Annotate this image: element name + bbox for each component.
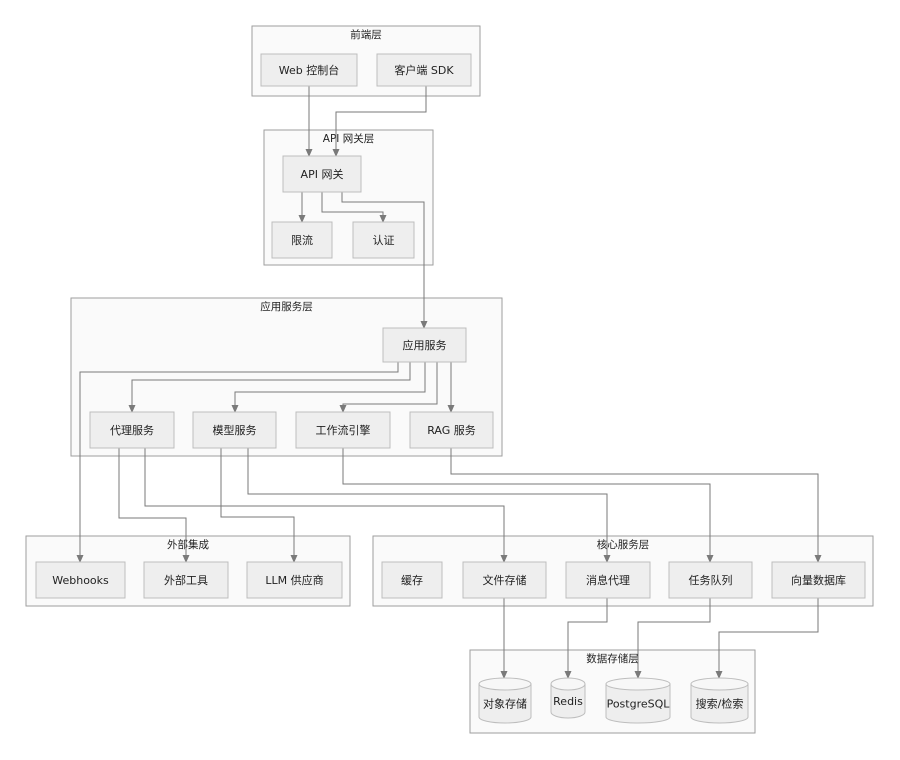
node-workflow_engine-box (295, 411, 391, 449)
node-message_broker: 消息代理 (565, 561, 651, 599)
node-redis: Redis (550, 677, 586, 719)
node-webhooks-box (35, 561, 126, 599)
node-llm_provider-box (246, 561, 343, 599)
node-workflow_engine: 工作流引擎 (295, 411, 391, 449)
node-rate_limit-label: 限流 (291, 233, 313, 247)
node-auth-label: 认证 (373, 234, 395, 247)
edge-model_service-to-message_broker (247, 448, 611, 563)
node-rag_service: RAG 服务 (409, 411, 494, 449)
group-frontend-label: 前端层 (350, 28, 382, 41)
group-gateway-label: API 网关层 (323, 132, 374, 145)
edge-api_gateway-to-app_service (341, 192, 428, 329)
node-model_service-label: 模型服务 (213, 423, 257, 437)
edge-message_broker-to-redis (564, 598, 608, 679)
node-client_sdk-label: 客户端 SDK (394, 63, 454, 77)
node-external_tools-label: 外部工具 (164, 573, 208, 587)
edge-model_service-to-llm_provider (220, 448, 298, 563)
node-rate_limit: 限流 (271, 221, 333, 259)
group-external-label: 外部集成 (167, 538, 209, 551)
node-external_tools: 外部工具 (143, 561, 229, 599)
node-search-cylinder-top (690, 677, 749, 691)
node-file_storage-box (462, 561, 547, 599)
node-redis-cylinder (550, 683, 586, 719)
node-app_service: 应用服务 (382, 327, 467, 363)
node-search-cylinder (690, 683, 749, 724)
node-auth-box (352, 221, 415, 259)
node-object_storage-cylinder (478, 683, 532, 724)
node-postgresql-cylinder-top (605, 677, 671, 691)
edge-api_gateway-to-auth (321, 192, 387, 223)
node-rag_service-label: RAG 服务 (427, 424, 476, 437)
node-object_storage: 对象存储 (478, 677, 532, 724)
edge-agent_service-to-file_storage (144, 448, 508, 563)
node-file_storage: 文件存储 (462, 561, 547, 599)
node-cache-label: 缓存 (401, 573, 423, 587)
node-task_queue-box (668, 561, 753, 599)
node-postgresql-cylinder (605, 683, 671, 724)
node-task_queue-label: 任务队列 (689, 573, 733, 587)
edge-app_service-to-workflow_engine (339, 362, 438, 413)
node-auth: 认证 (352, 221, 415, 259)
edge-client_sdk-to-api_gateway (332, 86, 427, 157)
node-model_service-box (192, 411, 277, 449)
node-web_console-box (260, 53, 358, 87)
group-app-label: 应用服务层 (260, 300, 313, 313)
node-search: 搜索/检索 (690, 677, 749, 724)
node-web_console: Web 控制台 (260, 53, 358, 87)
node-webhooks-label: Webhooks (52, 574, 109, 587)
edge-app_service-to-agent_service (128, 362, 411, 413)
group-storage-label: 数据存储层 (586, 652, 639, 665)
node-postgresql: PostgreSQL (605, 677, 671, 724)
node-agent_service-label: 代理服务 (110, 424, 154, 437)
node-message_broker-label: 消息代理 (586, 573, 630, 587)
node-cache: 缓存 (381, 561, 443, 599)
node-agent_service-box (89, 411, 175, 449)
edge-task_queue-to-postgresql (634, 598, 711, 679)
edge-app_service-to-webhooks (76, 362, 399, 563)
node-api_gateway-label: API 网关 (301, 167, 344, 181)
node-message_broker-box (565, 561, 651, 599)
node-model_service: 模型服务 (192, 411, 277, 449)
node-postgresql-label: PostgreSQL (607, 698, 671, 711)
edge-vector_db-to-search (715, 598, 819, 679)
node-redis-label: Redis (553, 695, 583, 708)
node-client_sdk: 客户端 SDK (376, 53, 472, 87)
node-task_queue: 任务队列 (668, 561, 753, 599)
node-app_service-box (382, 327, 467, 363)
node-vector_db: 向量数据库 (771, 561, 866, 599)
node-object_storage-label: 对象存储 (483, 697, 527, 711)
node-search-label: 搜索/检索 (696, 697, 744, 711)
edge-workflow_engine-to-task_queue (342, 448, 714, 563)
node-cache-box (381, 561, 443, 599)
edge-agent_service-to-external_tools (118, 448, 190, 563)
node-rag_service-box (409, 411, 494, 449)
node-file_storage-label: 文件存储 (483, 573, 527, 587)
edge-app_service-to-model_service (231, 362, 426, 413)
node-workflow_engine-label: 工作流引擎 (316, 423, 371, 437)
node-web_console-label: Web 控制台 (279, 63, 339, 77)
node-api_gateway-box (282, 155, 362, 193)
node-vector_db-label: 向量数据库 (791, 573, 846, 587)
node-app_service-label: 应用服务 (403, 338, 447, 352)
node-webhooks: Webhooks (35, 561, 126, 599)
node-llm_provider: LLM 供应商 (246, 561, 343, 599)
node-redis-cylinder-top (550, 677, 586, 691)
node-object_storage-cylinder-top (478, 677, 532, 691)
node-vector_db-box (771, 561, 866, 599)
node-external_tools-box (143, 561, 229, 599)
node-client_sdk-box (376, 53, 472, 87)
node-rate_limit-box (271, 221, 333, 259)
node-llm_provider-label: LLM 供应商 (265, 573, 323, 587)
edge-rag_service-to-vector_db (450, 448, 822, 563)
group-core-label: 核心服务层 (597, 538, 650, 551)
node-api_gateway: API 网关 (282, 155, 362, 193)
node-agent_service: 代理服务 (89, 411, 175, 449)
